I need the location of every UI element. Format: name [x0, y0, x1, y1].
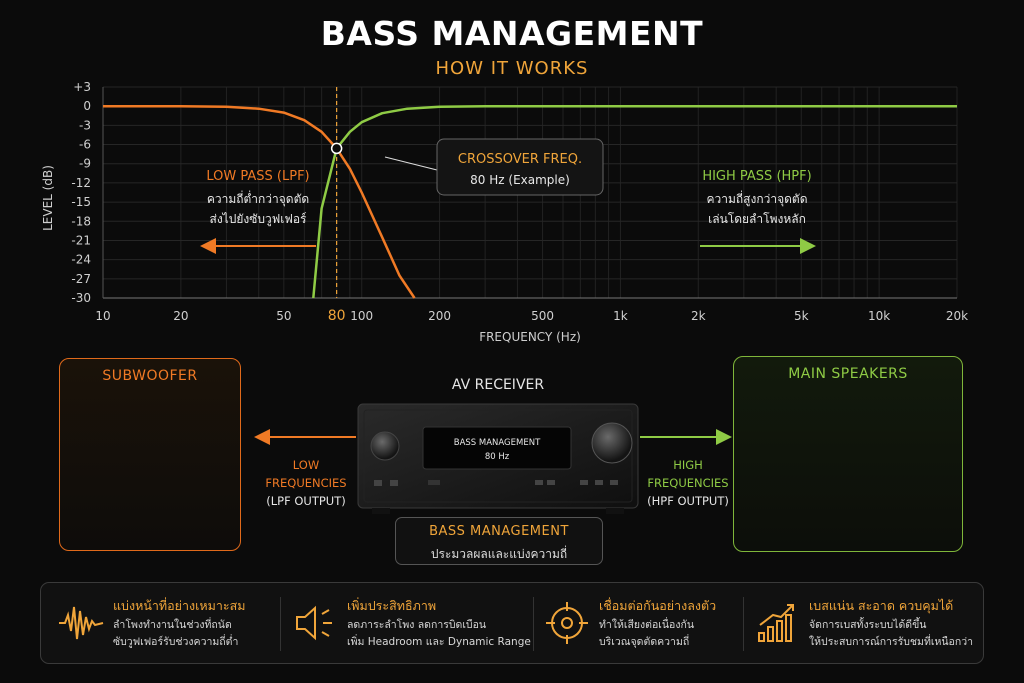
feature-divider	[743, 597, 744, 651]
y-tick-label: -9	[79, 157, 91, 171]
speaker-icon	[296, 605, 332, 641]
lpf-curve	[103, 104, 416, 299]
high-label-line1: HIGH	[673, 458, 703, 472]
low-label-line3: (LPF OUTPUT)	[266, 494, 346, 508]
crossover-title: CROSSOVER FREQ.	[458, 152, 582, 167]
feature-desc-1-line2: ซับวูฟเฟอร์รับช่วงความถี่ต่ำ	[113, 636, 239, 648]
page-subtitle: HOW IT WORKS	[435, 58, 589, 79]
feature-title-4: เบสแน่น สะอาด ควบคุมได้	[809, 598, 954, 613]
feature-divider	[280, 597, 281, 651]
high-frequencies-label: HIGH FREQUENCIES (HPF OUTPUT)	[632, 456, 744, 510]
x-tick-label: 20	[173, 309, 188, 323]
growth-chart-icon	[758, 604, 794, 642]
feature-desc-3-line2: บริเวณจุดตัดความถี่	[599, 636, 690, 648]
feature-desc-2-line2: เพิ่ม Headroom และ Dynamic Range	[347, 636, 531, 648]
crossover-point	[330, 142, 343, 155]
x-tick-label: 10	[95, 309, 110, 323]
features-bar: แบ่งหน้าที่อย่างเหมาะสม ลำโพงทำงานในช่วง…	[40, 582, 984, 664]
feature-item-1: แบ่งหน้าที่อย่างเหมาะสม ลำโพงทำงานในช่วง…	[55, 583, 275, 665]
high-label-line3: (HPF OUTPUT)	[647, 494, 729, 508]
receiver-display-line2: 80 Hz	[485, 452, 510, 462]
feature-desc-2-line1: ลดภาระลำโพง ลดการบิดเบือน	[347, 619, 487, 631]
feature-title-1: แบ่งหน้าที่อย่างเหมาะสม	[113, 598, 246, 613]
lpf-desc-line2: ส่งไปยังซับวูฟเฟอร์	[210, 212, 308, 227]
feature-desc-2: ลดภาระลำโพง ลดการบิดเบือน เพิ่ม Headroom…	[347, 617, 531, 651]
x-tick-label: 2k	[691, 309, 706, 323]
subwoofer-panel: SUBWOOFER	[59, 358, 241, 551]
bass-management-box-title: BASS MANAGEMENT	[429, 524, 569, 539]
x-axis-label: FREQUENCY (Hz)	[479, 330, 581, 344]
y-tick-label: -24	[71, 253, 91, 267]
x-tick-label: 100	[350, 309, 373, 323]
waveform-icon	[59, 606, 104, 640]
feature-title-2: เพิ่มประสิทธิภาพ	[347, 598, 437, 613]
subwoofer-title: SUBWOOFER	[102, 368, 198, 384]
hpf-title: HIGH PASS (HPF)	[702, 169, 811, 184]
main-speakers-title: MAIN SPEAKERS	[788, 366, 908, 382]
feature-desc-4-line1: จัดการเบสทั้งระบบได้ดีขึ้น	[809, 619, 927, 631]
crossover-tick-label: 80	[328, 308, 346, 324]
feature-desc-3-line1: ทำให้เสียงต่อเนื่องกัน	[599, 619, 695, 631]
lpf-desc-line1: ความถี่ต่ำกว่าจุดตัด	[207, 190, 309, 207]
av-receiver-illustration	[357, 403, 639, 514]
y-tick-label: -30	[71, 291, 91, 305]
x-tick-label: 1k	[613, 309, 628, 323]
feature-desc-4-line2: ให้ประสบการณ์การรับชมที่เหนือกว่า	[809, 636, 974, 648]
y-axis-label: LEVEL (dB)	[41, 165, 55, 231]
feature-item-3: เชื่อมต่อกันอย่างลงตัว ทำให้เสียงต่อเนื่…	[541, 583, 741, 665]
lpf-title: LOW PASS (LPF)	[206, 169, 309, 184]
x-tick-label: 20k	[946, 309, 968, 323]
page-title: BASS MANAGEMENT	[320, 14, 704, 53]
receiver-title: AV RECEIVER	[451, 377, 545, 393]
x-tick-label: 200	[428, 309, 451, 323]
y-tick-label: -15	[71, 195, 91, 209]
feature-desc-1-line1: ลำโพงทำงานในช่วงที่ถนัด	[113, 619, 232, 631]
crossover-leader-line	[384, 156, 438, 171]
high-label-line2: FREQUENCIES	[647, 476, 729, 490]
hpf-desc-line1: ความถี่สูงกว่าจุดตัด	[706, 190, 807, 207]
y-tick-label: -6	[79, 138, 91, 152]
feature-desc-1: ลำโพงทำงานในช่วงที่ถนัด ซับวูฟเฟอร์รับช่…	[113, 617, 238, 651]
main-speakers-panel: MAIN SPEAKERS	[733, 356, 963, 552]
y-tick-label: -3	[79, 118, 91, 132]
x-tick-label: 500	[531, 309, 554, 323]
hpf-curve	[312, 104, 957, 299]
bass-management-box-text: ประมวลผลและแบ่งความถี่	[430, 547, 568, 561]
feature-item-4: เบสแน่น สะอาด ควบคุมได้ จัดการเบสทั้งระบ…	[751, 583, 981, 665]
x-tick-label: 50	[276, 309, 291, 323]
feature-title-3: เชื่อมต่อกันอย่างลงตัว	[599, 598, 717, 613]
hpf-desc-line2: เล่นโดยลำโพงหลัก	[708, 212, 806, 226]
y-tick-label: -21	[71, 233, 91, 247]
y-tick-label: -18	[71, 214, 91, 228]
x-tick-label: 10k	[868, 309, 890, 323]
y-tick-label: 0	[83, 99, 91, 113]
y-tick-label: -27	[71, 272, 91, 286]
crossover-callout-box	[436, 138, 604, 196]
receiver-display-line1: BASS MANAGEMENT	[454, 438, 541, 448]
y-tick-label: -12	[71, 176, 91, 190]
low-label-line1: LOW	[292, 458, 320, 472]
crossover-value: 80 Hz (Example)	[470, 173, 570, 187]
low-frequencies-label: LOW FREQUENCIES (LPF OUTPUT)	[250, 456, 362, 510]
x-tick-label: 5k	[794, 309, 809, 323]
feature-desc-4: จัดการเบสทั้งระบบได้ดีขึ้น ให้ประสบการณ์…	[809, 617, 973, 651]
low-label-line2: FREQUENCIES	[265, 476, 347, 490]
bass-management-box: BASS MANAGEMENT ประมวลผลและแบ่งความถี่	[395, 517, 603, 565]
feature-item-2: เพิ่มประสิทธิภาพ ลดภาระลำโพง ลดการบิดเบื…	[289, 583, 531, 665]
y-tick-label: +3	[73, 80, 91, 94]
feature-divider	[533, 597, 534, 651]
target-icon	[546, 602, 588, 644]
feature-desc-3: ทำให้เสียงต่อเนื่องกัน บริเวณจุดตัดความถ…	[599, 617, 694, 651]
